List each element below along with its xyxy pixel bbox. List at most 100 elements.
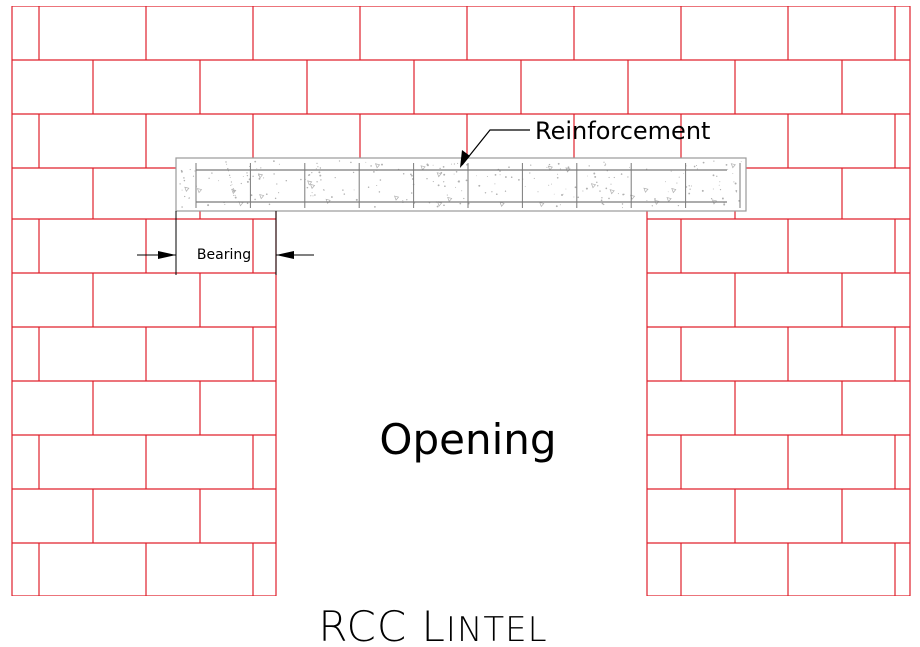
aggregate-dot (410, 173, 412, 176)
aggregate-dot (450, 163, 452, 165)
aggregate-dot (678, 176, 680, 178)
aggregate-dot (508, 166, 510, 169)
aggregate-dot (188, 197, 191, 199)
aggregate-dot (677, 204, 680, 207)
aggregate-dot (437, 184, 440, 187)
aggregate-dot (189, 169, 191, 171)
aggregate-dot (599, 190, 601, 192)
aggregate-dot (225, 161, 227, 163)
aggregate-dot (688, 185, 690, 187)
aggregate-dot (557, 173, 559, 175)
left-pier (12, 6, 276, 596)
aggregate-dot (586, 175, 588, 177)
aggregate-dot (229, 177, 231, 179)
aggregate-dot (603, 161, 605, 163)
aggregate-dot (273, 160, 275, 163)
aggregate-chip (184, 186, 190, 192)
aggregate-dot (600, 199, 603, 202)
aggregate-dot (622, 193, 625, 196)
aggregate-dot (318, 171, 321, 174)
aggregate-dot (226, 163, 228, 165)
aggregate-dot (476, 175, 478, 177)
aggregate-dot (207, 204, 210, 207)
aggregate-dot (718, 184, 720, 186)
aggregate-dot (278, 192, 280, 194)
aggregate-chip (671, 188, 677, 194)
aggregate-dot (665, 181, 666, 183)
aggregate-dot (352, 171, 355, 174)
bearing-label: Bearing (197, 247, 251, 263)
aggregate-dot (402, 172, 405, 175)
aggregate-dot (574, 186, 577, 189)
aggregate-dot (410, 192, 413, 194)
aggregate-dot (735, 190, 738, 192)
aggregate-chip (420, 165, 426, 171)
aggregate-dot (230, 184, 232, 186)
aggregate-dot (685, 186, 688, 188)
aggregate-dot (670, 170, 672, 172)
aggregate-dot (444, 185, 446, 188)
aggregate-dot (530, 164, 532, 166)
aggregate-dot (246, 172, 248, 174)
aggregate-dot (466, 163, 468, 166)
aggregate-dot (667, 191, 669, 193)
aggregate-dot (484, 192, 487, 194)
aggregate-dot (365, 161, 367, 163)
aggregate-dot (227, 170, 229, 172)
aggregate-dot (696, 168, 698, 170)
aggregate-chip (609, 189, 615, 195)
right-pier (647, 6, 910, 596)
aggregate-dot (276, 183, 278, 185)
bearing-dimension (137, 211, 314, 275)
aggregate-dot (716, 175, 718, 177)
aggregate-dot (373, 171, 375, 173)
aggregate-dot (695, 164, 698, 167)
aggregate-dot (246, 180, 249, 183)
aggregate-dot (702, 161, 705, 164)
aggregate-dot (548, 184, 550, 186)
aggregate-dot (721, 197, 724, 200)
aggregate-dot (312, 195, 314, 197)
aggregate-dot (443, 204, 445, 207)
aggregate-dot (314, 194, 316, 196)
aggregate-dot (426, 163, 429, 166)
aggregate-chip (730, 163, 736, 169)
aggregate-dot (603, 203, 605, 206)
aggregate-dot (319, 167, 322, 169)
aggregate-dot (553, 193, 555, 195)
aggregate-dot (233, 194, 235, 196)
aggregate-dot (242, 175, 244, 177)
aggregate-dot (567, 166, 570, 169)
aggregate-chip (590, 183, 597, 189)
aggregate-dot (458, 181, 461, 183)
aggregate-dot (459, 202, 462, 205)
aggregate-dot (338, 160, 341, 162)
aggregate-dot (727, 168, 729, 170)
aggregate-chip (393, 195, 400, 201)
lintel-beam (175, 157, 747, 212)
aggregate-dot (733, 181, 735, 183)
aggregate-dot (310, 195, 312, 197)
aggregate-dot (588, 165, 590, 167)
aggregate-dot (734, 182, 737, 185)
aggregate-dot (183, 179, 186, 182)
aggregate-dot (617, 193, 619, 195)
aggregate-chip (309, 183, 316, 190)
aggregate-dot (604, 164, 606, 167)
aggregate-dot (353, 189, 355, 191)
aggregate-dot (701, 189, 704, 192)
aggregate-dot (610, 183, 612, 185)
aggregate-dot (561, 194, 563, 196)
aggregate-dot (486, 176, 488, 177)
aggregate-dot (596, 185, 599, 187)
aggregate-dot (510, 176, 513, 178)
aggregate-dot (594, 175, 597, 178)
aggregate-dot (181, 189, 183, 191)
reinforcement-label: Reinforcement (535, 117, 710, 145)
aggregate-dot (577, 196, 580, 199)
aggregate-dot (458, 180, 460, 182)
aggregate-dot (334, 177, 336, 179)
aggregate-dot (555, 205, 558, 208)
aggregate-dot (218, 180, 220, 182)
